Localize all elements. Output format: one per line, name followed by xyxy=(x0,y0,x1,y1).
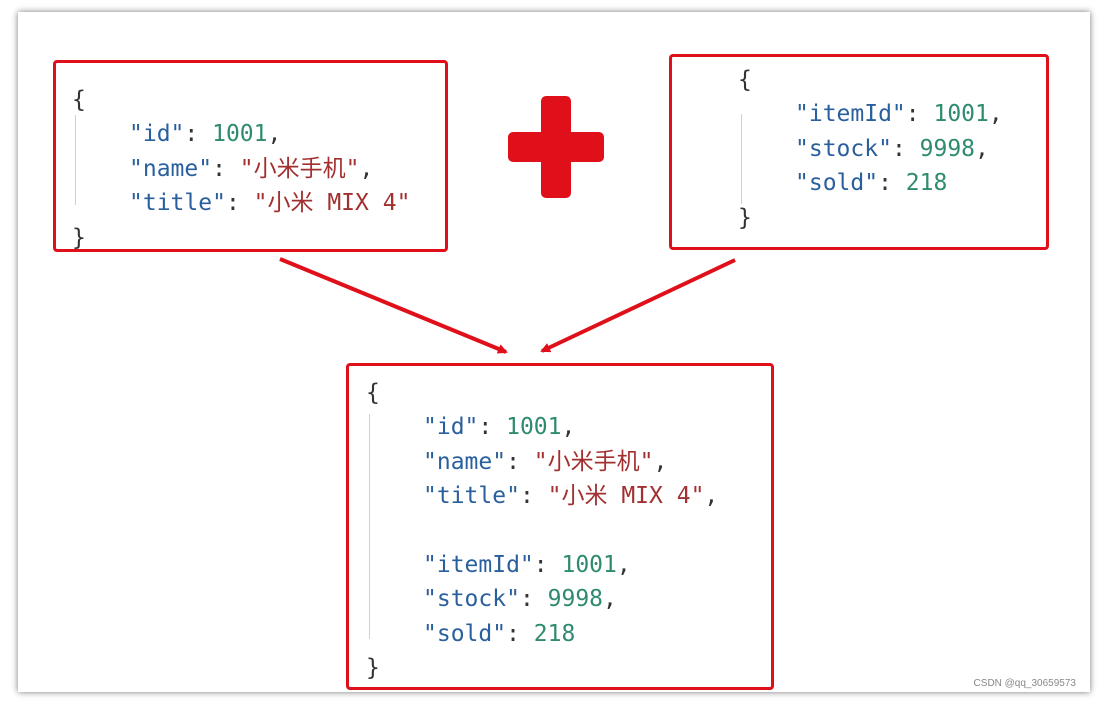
json-value: 1001 xyxy=(561,551,617,578)
json-key: "sold" xyxy=(423,620,507,647)
json-value: 218 xyxy=(905,170,948,197)
indent-guide xyxy=(369,414,370,639)
json-colon: : xyxy=(891,135,920,162)
json-value: "小米手机" xyxy=(533,448,654,475)
json-colon: : xyxy=(478,414,507,441)
arrow-icon xyxy=(540,258,736,353)
json-comma: , xyxy=(975,135,989,162)
json-value: 218 xyxy=(533,620,576,647)
json-key: "id" xyxy=(423,414,479,441)
open-brace: { xyxy=(738,67,752,93)
json-colon: : xyxy=(519,586,548,613)
json-value: "小米 MIX 4" xyxy=(253,190,411,217)
json-colon: : xyxy=(519,483,548,510)
json-colon: : xyxy=(533,551,562,578)
json-line: "name": "小米手机", xyxy=(72,152,410,186)
source-json-box-left: {"id": 1001,"name": "小米手机","title": "小米 … xyxy=(53,60,448,252)
json-key: "name" xyxy=(129,155,213,182)
json-code-merged: {"id": 1001,"name": "小米手机","title": "小米 … xyxy=(366,376,718,686)
json-comma: , xyxy=(616,551,631,578)
json-comma: , xyxy=(561,414,576,441)
json-line: "itemId": 1001, xyxy=(738,97,1003,131)
blank-line xyxy=(366,514,718,548)
json-value: 1001 xyxy=(933,101,989,128)
json-comma: , xyxy=(988,101,1003,128)
json-colon: : xyxy=(878,170,906,197)
json-line: "stock": 9998, xyxy=(366,582,718,616)
watermark: CSDN @qq_30659573 xyxy=(973,678,1076,689)
json-comma: , xyxy=(704,483,719,510)
indent-guide xyxy=(741,114,742,204)
json-colon: : xyxy=(506,620,534,647)
json-line: "sold": 218 xyxy=(366,617,718,651)
plus-icon xyxy=(508,96,604,198)
close-brace: } xyxy=(738,204,752,231)
json-line: "itemId": 1001, xyxy=(366,548,718,582)
close-brace: } xyxy=(72,224,86,251)
json-key: "stock" xyxy=(795,135,892,162)
json-line: "name": "小米手机", xyxy=(366,445,718,479)
json-key: "itemId" xyxy=(423,551,534,578)
json-key: "sold" xyxy=(795,170,879,197)
json-key: "itemId" xyxy=(795,101,906,128)
json-key: "title" xyxy=(423,483,520,510)
json-colon: : xyxy=(905,101,934,128)
json-colon: : xyxy=(506,448,534,475)
json-value: 1001 xyxy=(212,121,268,148)
json-code-left: {"id": 1001,"name": "小米手机","title": "小米 … xyxy=(72,83,410,255)
close-brace: } xyxy=(366,655,380,682)
json-colon: : xyxy=(184,121,213,148)
json-key: "stock" xyxy=(423,586,520,613)
json-key: "title" xyxy=(129,190,226,217)
source-json-box-right: {"itemId": 1001,"stock": 9998,"sold": 21… xyxy=(669,54,1049,250)
json-value: 9998 xyxy=(919,135,976,162)
json-comma: , xyxy=(603,586,617,613)
json-comma: , xyxy=(359,155,374,182)
json-value: "小米手机" xyxy=(239,155,360,182)
json-colon: : xyxy=(212,155,240,182)
json-key: "id" xyxy=(129,121,185,148)
json-line: "id": 1001, xyxy=(72,117,410,151)
json-line: "stock": 9998, xyxy=(738,132,1003,166)
json-value: 1001 xyxy=(506,414,562,441)
indent-guide xyxy=(75,115,76,205)
json-line: "id": 1001, xyxy=(366,410,718,444)
json-code-right: {"itemId": 1001,"stock": 9998,"sold": 21… xyxy=(738,63,1003,235)
json-comma: , xyxy=(267,121,282,148)
json-line: "sold": 218 xyxy=(738,166,1003,200)
json-value: 9998 xyxy=(547,586,604,613)
diagram-canvas: {"id": 1001,"name": "小米手机","title": "小米 … xyxy=(18,12,1090,692)
json-line: "title": "小米 MIX 4", xyxy=(366,479,718,513)
json-comma: , xyxy=(653,448,668,475)
json-colon: : xyxy=(225,190,254,217)
merged-json-box: {"id": 1001,"name": "小米手机","title": "小米 … xyxy=(346,363,774,690)
json-value: "小米 MIX 4" xyxy=(547,483,705,510)
open-brace: { xyxy=(72,87,86,113)
arrow-icon xyxy=(279,257,508,354)
json-line: "title": "小米 MIX 4" xyxy=(72,186,410,220)
json-key: "name" xyxy=(423,448,507,475)
open-brace: { xyxy=(366,380,380,406)
